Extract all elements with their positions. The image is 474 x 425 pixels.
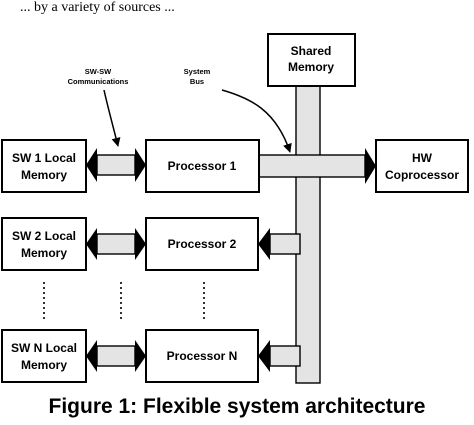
sw1-local-memory-box <box>1 139 87 193</box>
processor-n-box <box>145 329 259 383</box>
sw-sw-pointer-arrow <box>103 89 121 147</box>
figure-caption: Figure 1: Flexible system architecture <box>49 395 426 418</box>
bus-pn-vertical <box>269 345 301 367</box>
shared-memory-box <box>267 33 356 87</box>
sw-sw-label-1: SW-SW <box>85 67 112 76</box>
sw1-label-1: SW 1 Local <box>12 151 76 165</box>
shared-memory-label-1: Shared <box>291 44 332 58</box>
bus-p1-hw <box>258 154 366 178</box>
system-bus-label-1: System <box>184 67 211 76</box>
swn-label-1: SW N Local <box>11 341 77 355</box>
shared-memory-label-2: Memory <box>288 60 334 74</box>
processor-1-label: Processor 1 <box>168 159 237 173</box>
bus-p2-vertical <box>269 233 301 255</box>
hw-coprocessor-box <box>375 139 469 193</box>
sw2-label-1: SW 2 Local <box>12 229 76 243</box>
bus-pn-arrowhead <box>258 340 270 372</box>
top-text-fragment: ... by a variety of sources ... <box>20 0 175 15</box>
sw2-local-memory-box <box>1 217 87 271</box>
sw2-label-2: Memory <box>21 246 67 260</box>
sw-sw-label-2: Communications <box>68 77 129 86</box>
system-bus-label-2: Bus <box>190 77 204 86</box>
bus-arrowhead-right <box>365 148 376 184</box>
hw-label-1: HW <box>412 151 433 165</box>
processor-2-label: Processor 2 <box>168 237 237 251</box>
sw-link-n <box>86 340 146 372</box>
system-bus-pointer-arrow <box>221 89 292 153</box>
hw-label-2: Coprocessor <box>385 168 459 182</box>
swn-local-memory-box <box>1 329 87 383</box>
sw-link-1 <box>86 148 146 182</box>
sw-link-2 <box>86 228 146 260</box>
bus-p2-arrowhead <box>258 228 270 260</box>
processor-n-label: Processor N <box>167 349 238 363</box>
processor-1-box <box>145 139 260 193</box>
sw1-label-2: Memory <box>21 168 67 182</box>
swn-label-2: Memory <box>21 358 67 372</box>
processor-2-box <box>145 217 259 271</box>
